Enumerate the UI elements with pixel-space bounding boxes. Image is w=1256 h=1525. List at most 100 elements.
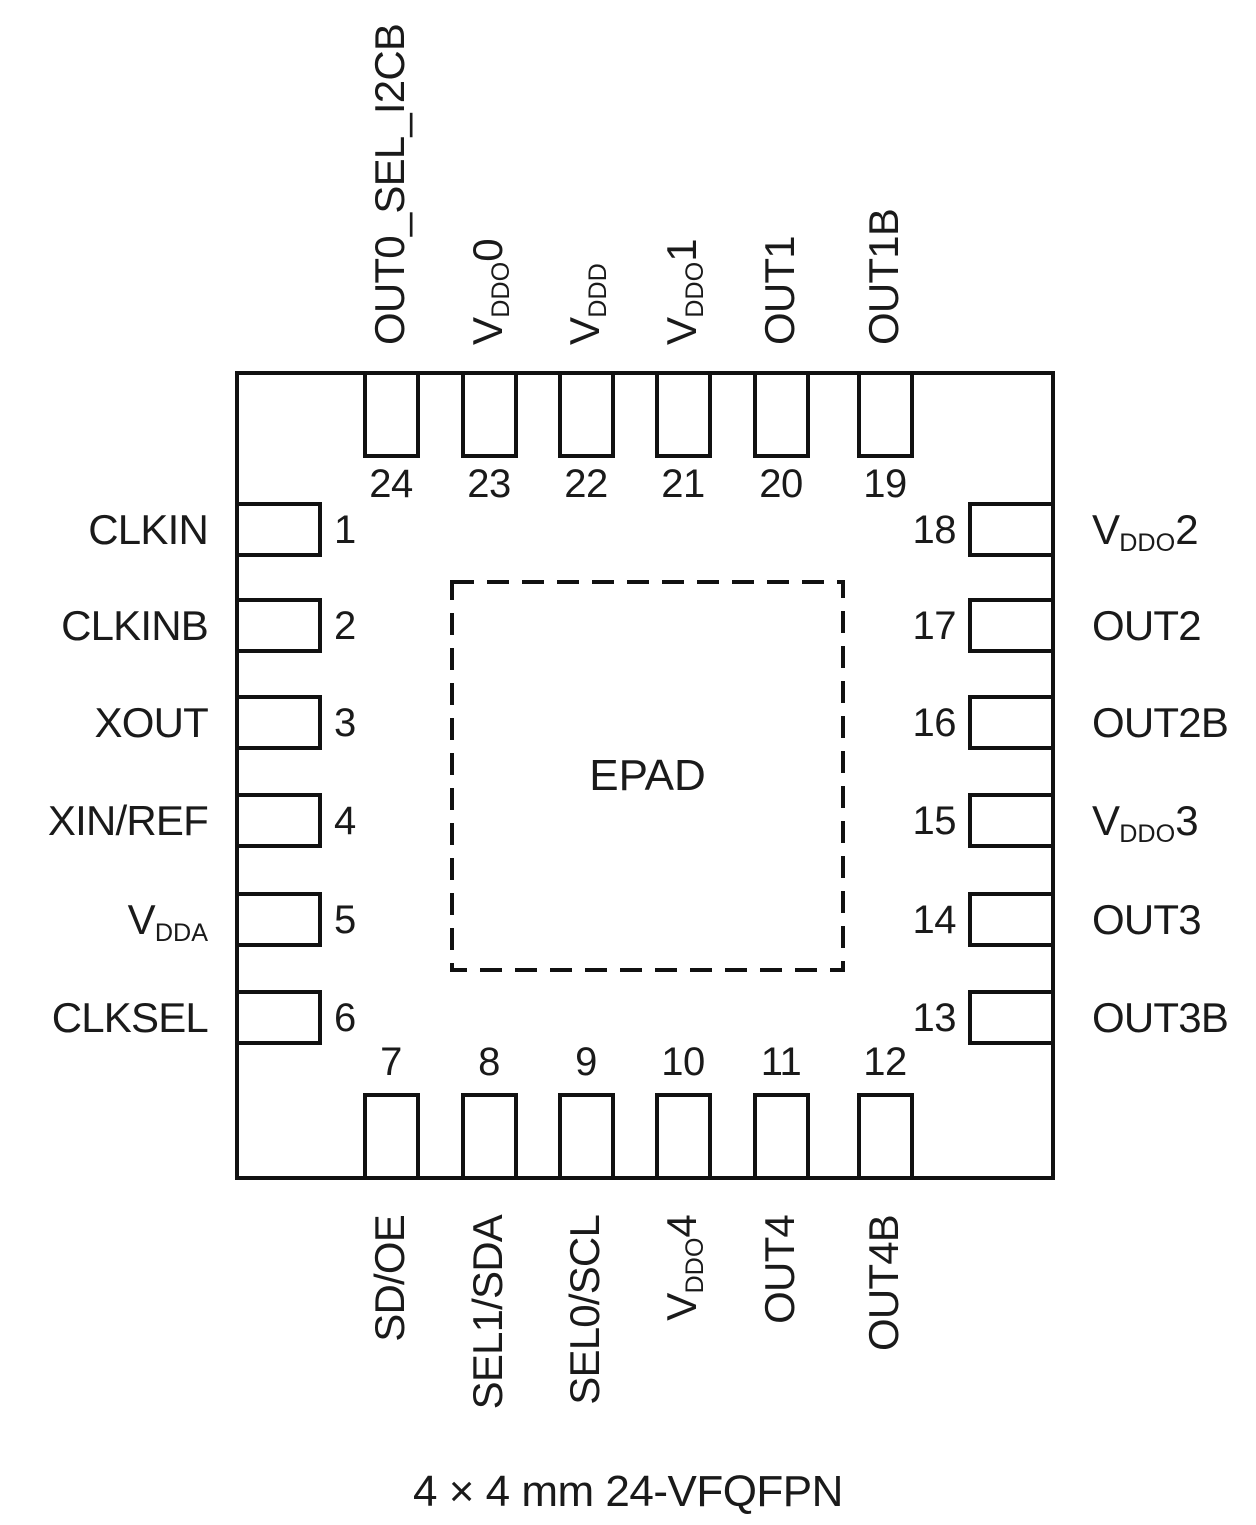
pin-label-vddd: VDDD: [561, 263, 620, 345]
label-text: CLKIN: [88, 505, 209, 553]
pin-17-box: [968, 598, 1055, 653]
pin-13-box: [968, 990, 1055, 1045]
pin-18-number: 18: [912, 507, 957, 552]
pin-label-out2b: OUT2B: [1092, 698, 1256, 746]
pin-13-number: 13: [912, 995, 957, 1040]
pin-9-number: 9: [575, 1040, 597, 1084]
label-text: OUT1: [756, 236, 803, 345]
pin-23-number: 23: [467, 462, 511, 506]
pin-6-box: [235, 990, 322, 1045]
chip-body: [235, 371, 1055, 1180]
pin-11-box: [752, 1093, 810, 1180]
label-subscript: DDA: [154, 918, 208, 947]
pin-label-out3b: OUT3B: [1092, 993, 1256, 1041]
pin-2-number: 2: [334, 603, 356, 648]
pin-label-sel0-scl: SEL0/SCL: [561, 1215, 608, 1405]
label-text: V: [1092, 505, 1120, 553]
label-text: 2: [1175, 505, 1198, 553]
pin-17-number: 17: [912, 603, 957, 648]
pin-label-out2: OUT2: [1092, 601, 1256, 649]
pin-label-vddo4: VDDO4: [658, 1215, 717, 1321]
pin-11-number: 11: [760, 1040, 802, 1084]
pin-label-vddo0: VDDO0: [464, 239, 523, 345]
label-text: OUT2B: [1092, 698, 1229, 746]
pin-24-box: [362, 371, 420, 458]
pin-5-number: 5: [334, 897, 356, 942]
label-text: V: [1092, 796, 1120, 844]
pin-9-box: [557, 1093, 615, 1180]
pin-label-sel1-sda: SEL1/SDA: [464, 1215, 511, 1410]
label-subscript: DDD: [584, 263, 613, 318]
epad-outline: [450, 580, 845, 972]
pin-label-vddo2: VDDO2: [1092, 505, 1256, 557]
pin-4-box: [235, 793, 322, 848]
pin-3-number: 3: [334, 700, 356, 745]
pin-15-number: 15: [912, 798, 957, 843]
label-text: XOUT: [94, 698, 209, 746]
label-text: OUT3B: [1092, 993, 1229, 1041]
label-text: XIN/REF: [47, 796, 209, 844]
pin-22-box: [557, 371, 615, 458]
pin-label-out0-sel-i2cb: OUT0_SEL_I2CB: [366, 23, 413, 345]
pin-12-number: 12: [863, 1040, 907, 1084]
label-text: OUT3: [1092, 895, 1202, 943]
label-text: V: [464, 317, 511, 345]
pin-label-xin-ref: XIN/REF: [0, 796, 209, 844]
pin-23-box: [460, 371, 518, 458]
label-text: SEL0/SCL: [561, 1215, 608, 1405]
label-subscript: DDO: [1119, 819, 1176, 848]
label-subscript: DDO: [1119, 528, 1176, 557]
label-subscript: DDO: [681, 261, 710, 318]
label-text: 4: [658, 1215, 705, 1238]
label-text: CLKSEL: [51, 993, 209, 1041]
label-text: SEL1/SDA: [464, 1215, 511, 1410]
pin-21-number: 21: [661, 462, 705, 506]
pin-6-number: 6: [334, 995, 356, 1040]
pin-15-box: [968, 793, 1055, 848]
pin-24-number: 24: [369, 462, 413, 506]
pin-1-number: 1: [334, 507, 356, 552]
pin-10-number: 10: [661, 1040, 705, 1084]
pin-label-out4b: OUT4B: [860, 1215, 907, 1352]
label-text: 1: [658, 239, 705, 262]
label-text: V: [658, 1293, 705, 1321]
pin-label-vddo1: VDDO1: [658, 239, 717, 345]
label-text: OUT1B: [860, 208, 907, 345]
label-text: V: [127, 895, 156, 943]
pin-18-box: [968, 502, 1055, 557]
pin-label-vdda: VDDA: [0, 895, 208, 947]
label-text: 3: [1175, 796, 1198, 844]
pin-label-sd-oe: SD/OE: [366, 1215, 413, 1342]
pin-19-number: 19: [863, 462, 907, 506]
package-caption: 4 × 4 mm 24-VFQFPN: [413, 1467, 843, 1516]
label-text: CLKINB: [61, 601, 209, 649]
pin-12-box: [856, 1093, 914, 1180]
label-text: 0: [464, 239, 511, 262]
pin-20-number: 20: [759, 462, 803, 506]
pin-14-number: 14: [912, 897, 957, 942]
pin-7-box: [362, 1093, 420, 1180]
pin-label-clkinb: CLKINB: [0, 601, 209, 649]
pin-4-number: 4: [334, 798, 356, 843]
label-text: OUT4B: [860, 1215, 907, 1352]
label-subscript: DDO: [487, 261, 516, 318]
pin-19-box: [856, 371, 914, 458]
pin-22-number: 22: [564, 462, 608, 506]
label-text: OUT2: [1092, 601, 1202, 649]
pin-16-box: [968, 695, 1055, 750]
pin-20-box: [752, 371, 810, 458]
label-text: OUT4: [756, 1215, 803, 1324]
pin-14-box: [968, 892, 1055, 947]
pin-label-out3: OUT3: [1092, 895, 1256, 943]
pin-3-box: [235, 695, 322, 750]
pin-7-number: 7: [380, 1040, 402, 1084]
label-text: V: [658, 317, 705, 345]
pin-8-box: [460, 1093, 518, 1180]
pin-8-number: 8: [478, 1040, 500, 1084]
pin-1-box: [235, 502, 322, 557]
pin-10-box: [654, 1093, 712, 1180]
label-text: OUT0_SEL_I2CB: [366, 23, 413, 345]
pin-16-number: 16: [912, 700, 957, 745]
pin-label-vddo3: VDDO3: [1092, 796, 1256, 848]
